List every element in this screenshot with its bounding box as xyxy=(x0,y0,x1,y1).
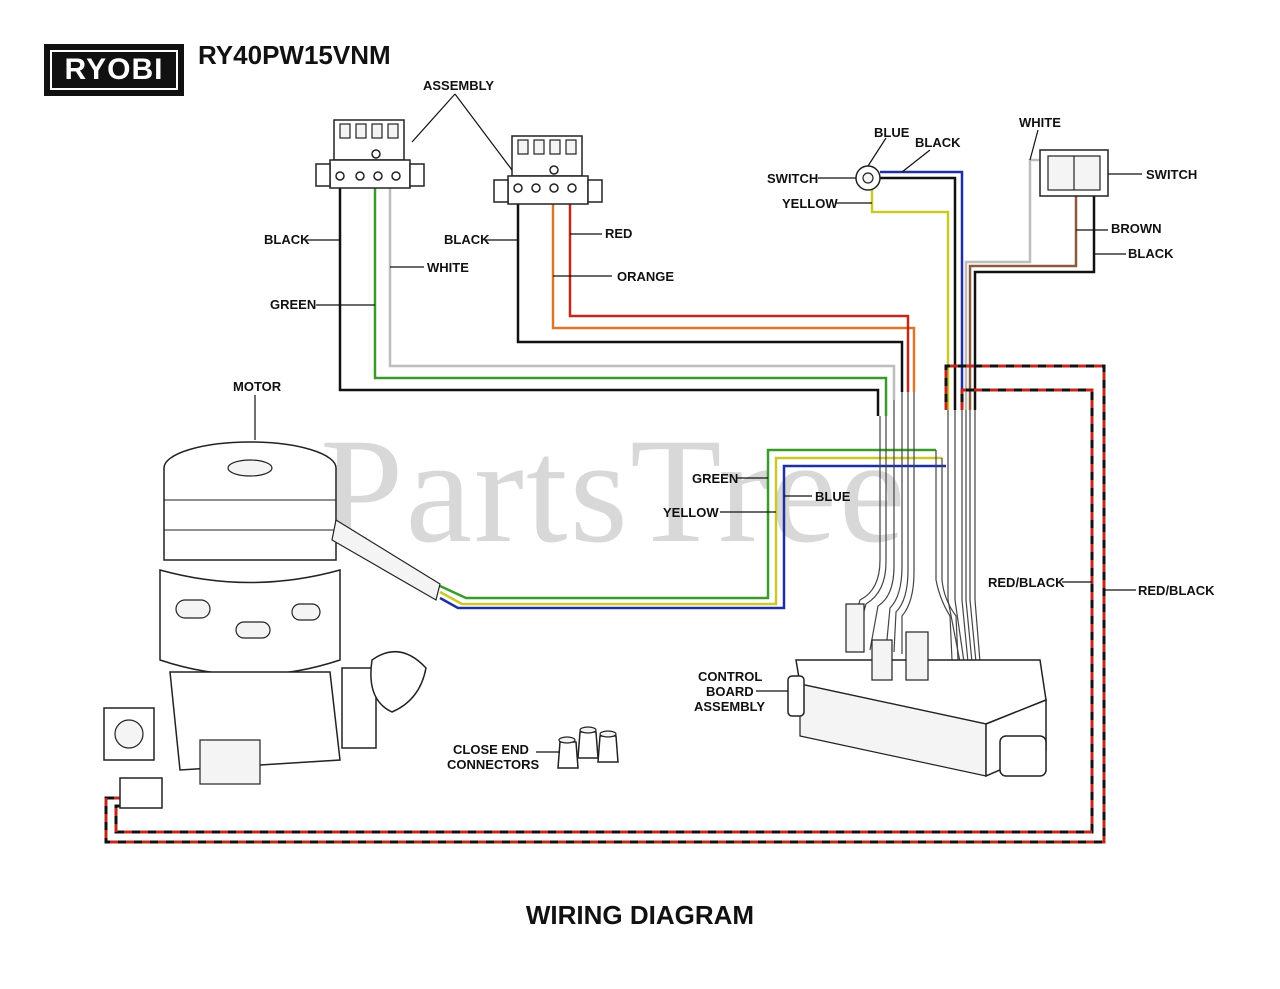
wire-red-assembly2 xyxy=(568,190,910,392)
wire-green-assembly1 xyxy=(373,185,888,416)
wire-blue-switch1 xyxy=(880,170,964,410)
label-control-board-2: BOARD xyxy=(706,684,754,699)
label-black-left1: BLACK xyxy=(264,232,310,247)
label-white-right: WHITE xyxy=(1019,115,1061,130)
wire-red-black-outer-red xyxy=(104,364,1106,844)
label-yellow-mid: YELLOW xyxy=(663,505,719,520)
label-switch-left: SWITCH xyxy=(767,171,818,186)
wire-yellow-switch1 xyxy=(870,186,950,410)
ryobi-logo-text: RYOBI xyxy=(50,50,178,90)
wire-brown-switch2 xyxy=(968,188,1078,410)
wire-green-motor xyxy=(439,448,936,600)
label-close-end-1: CLOSE END xyxy=(453,742,529,757)
label-assembly: ASSEMBLY xyxy=(423,78,494,93)
label-black-top: BLACK xyxy=(915,135,961,150)
close-end-connectors xyxy=(557,726,619,769)
label-red-black-2: RED/BLACK xyxy=(1138,583,1215,598)
label-control-board-3: ASSEMBLY xyxy=(694,699,765,714)
ryobi-logo: RYOBI xyxy=(44,44,184,96)
label-red-black-1: RED/BLACK xyxy=(988,575,1065,590)
wire-bundle xyxy=(847,392,981,663)
label-motor: MOTOR xyxy=(233,379,282,394)
label-switch-right: SWITCH xyxy=(1146,167,1197,182)
wire-white-assembly1 xyxy=(388,185,896,400)
label-black-right: BLACK xyxy=(1128,246,1174,261)
wire-black-switch1 xyxy=(880,176,957,410)
label-white-left: WHITE xyxy=(427,260,469,275)
control-board xyxy=(787,603,1047,778)
label-brown: BROWN xyxy=(1111,221,1162,236)
wire-red-black-inner-red xyxy=(114,388,1094,834)
assembly-connector-1 xyxy=(315,119,425,189)
wire-black-assembly2 xyxy=(516,190,904,392)
wire-black-assembly1 xyxy=(338,185,880,416)
motor xyxy=(103,441,441,809)
label-red-top: RED xyxy=(605,226,632,241)
wire-orange-assembly2 xyxy=(551,190,916,392)
assembly-connector-2 xyxy=(493,135,603,205)
label-orange: ORANGE xyxy=(617,269,674,284)
label-green-mid: GREEN xyxy=(692,471,738,486)
switch-round xyxy=(855,165,881,191)
diagram-title: WIRING DIAGRAM xyxy=(525,900,755,930)
label-blue-mid: BLUE xyxy=(815,489,851,504)
wire-white-switch2 xyxy=(964,158,1052,410)
label-green-left: GREEN xyxy=(270,297,316,312)
label-black-left2: BLACK xyxy=(444,232,490,247)
label-blue-top: BLUE xyxy=(874,125,910,140)
wire-blue-motor xyxy=(439,464,946,610)
wire-yellow-motor xyxy=(439,456,942,606)
partstree-watermark: PartsTree xyxy=(320,408,908,574)
model-number: RY40PW15VNM xyxy=(198,40,391,70)
switch-rocker xyxy=(1039,149,1109,197)
label-close-end-2: CONNECTORS xyxy=(447,757,540,772)
label-control-board-1: CONTROL xyxy=(698,669,762,684)
label-yellow-top: YELLOW xyxy=(782,196,838,211)
